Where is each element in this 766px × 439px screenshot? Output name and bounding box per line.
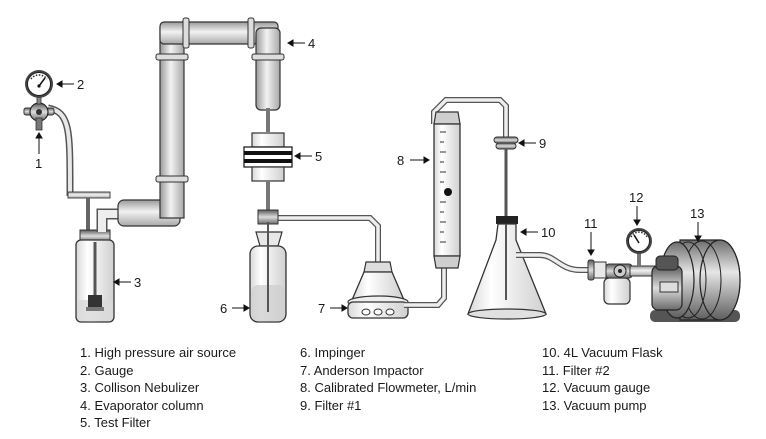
callout-1: 1 — [35, 156, 42, 171]
evaporator-column — [96, 17, 285, 232]
vacuum-flask — [467, 216, 600, 320]
legend-item-8: 8. Calibrated Flowmeter, L/min — [300, 380, 477, 395]
legend-column-2: 6. Impinger 7. Anderson Impactor 8. Cali… — [300, 344, 476, 414]
legend-item-7: 7. Anderson Impactor — [300, 362, 424, 378]
callout-12: 12 — [629, 190, 643, 205]
impinger — [249, 209, 381, 323]
pressure-gauge — [25, 70, 53, 98]
high-pressure-air-source — [23, 93, 111, 199]
callout-3: 3 — [134, 275, 141, 290]
legend-item-10: 10. 4L Vacuum Flask — [542, 345, 663, 360]
callout-arrows — [35, 39, 702, 312]
callout-8: 8 — [397, 153, 404, 168]
legend-item-2: 2. Gauge — [80, 362, 134, 378]
legend-item-4: 4. Evaporator column — [80, 397, 204, 413]
calibrated-flowmeter — [431, 97, 509, 269]
legend-column-3: 10. 4L Vacuum Flask 11. Filter #2 12. Va… — [542, 344, 663, 414]
apparatus-diagram: 1 2 3 4 5 6 7 8 9 10 11 12 13 — [23, 17, 741, 323]
callout-9: 9 — [539, 136, 546, 151]
legend-item-3: 3. Collison Nebulizer — [80, 380, 200, 395]
callout-4: 4 — [308, 36, 315, 51]
vacuum-pump — [650, 239, 741, 322]
legend-item-9: 9. Filter #1 — [300, 397, 362, 413]
callout-5: 5 — [315, 149, 322, 164]
legend-item-1: 1. High pressure air source — [80, 345, 237, 360]
legend-item-11: 11. Filter #2 — [542, 362, 610, 378]
callout-6: 6 — [220, 301, 227, 316]
callout-10: 10 — [541, 225, 555, 240]
callout-11: 11 — [584, 216, 598, 231]
callout-7: 7 — [318, 301, 325, 316]
callout-2: 2 — [77, 77, 84, 92]
callout-13: 13 — [690, 206, 704, 221]
collison-nebulizer — [75, 198, 115, 323]
test-filter — [243, 132, 293, 211]
flowmeter-float — [444, 188, 452, 196]
legend-item-6: 6. Impinger — [300, 345, 366, 360]
vacuum-gauge — [605, 228, 657, 279]
legend-column-1: 1. High pressure air source 2. Gauge 3. … — [80, 344, 236, 432]
legend-item-12: 12. Vacuum gauge — [542, 380, 651, 395]
anderson-impactor — [347, 261, 447, 319]
flowmeter-scale — [440, 131, 446, 243]
legend-item-13: 13. Vacuum pump — [542, 397, 647, 413]
legend-item-5: 5. Test Filter — [80, 415, 151, 430]
